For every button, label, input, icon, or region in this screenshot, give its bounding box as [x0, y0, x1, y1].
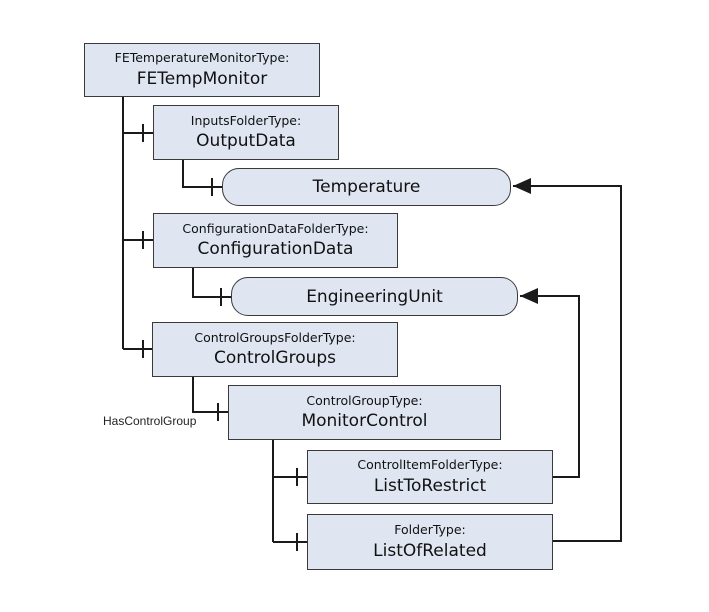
label-has-control-group: HasControlGroup	[103, 414, 197, 428]
node-list-of-related-name: ListOfRelated	[373, 540, 487, 561]
node-inputs[interactable]: InputsFolderType: OutputData	[153, 105, 339, 160]
link-inputs-temperature	[182, 160, 222, 188]
arrow-related-to-temperature	[513, 178, 622, 542]
node-control-group[interactable]: ControlGroupType: MonitorControl	[228, 385, 501, 440]
node-control-groups[interactable]: ControlGroupsFolderType: ControlGroups	[152, 322, 398, 377]
variable-temperature[interactable]: Temperature	[222, 168, 511, 206]
node-root[interactable]: FETemperatureMonitorType: FETempMonitor	[84, 43, 320, 97]
variable-engineering-unit[interactable]: EngineeringUnit	[231, 277, 518, 316]
node-list-to-restrict-type: ControlItemFolderType:	[357, 457, 503, 473]
node-root-type: FETemperatureMonitorType:	[114, 50, 290, 66]
node-list-to-restrict[interactable]: ControlItemFolderType: ListToRestrict	[307, 450, 553, 504]
node-list-of-related-type: FolderType:	[394, 522, 466, 538]
arrow-restrict-to-engunit	[520, 288, 580, 478]
node-inputs-type: InputsFolderType:	[190, 112, 302, 128]
node-control-groups-name: ControlGroups	[213, 348, 337, 369]
variable-temperature-label: Temperature	[312, 177, 421, 197]
node-list-of-related[interactable]: FolderType: ListOfRelated	[307, 514, 553, 570]
link-config-engunit	[192, 268, 231, 298]
node-list-to-restrict-name: ListToRestrict	[373, 475, 487, 496]
node-control-groups-type: ControlGroupsFolderType:	[194, 329, 356, 345]
node-config[interactable]: ConfigurationDataFolderType: Configurati…	[153, 213, 398, 268]
variable-engineering-unit-label: EngineeringUnit	[306, 286, 443, 307]
node-control-group-name: MonitorControl	[301, 411, 428, 432]
node-inputs-name: OutputData	[196, 131, 296, 152]
node-root-name: FETempMonitor	[136, 68, 268, 89]
node-control-group-type: ControlGroupType:	[306, 392, 423, 408]
node-config-name: ConfigurationData	[197, 239, 354, 260]
node-config-type: ConfigurationDataFolderType:	[182, 220, 369, 236]
link-groups-group	[192, 377, 228, 413]
